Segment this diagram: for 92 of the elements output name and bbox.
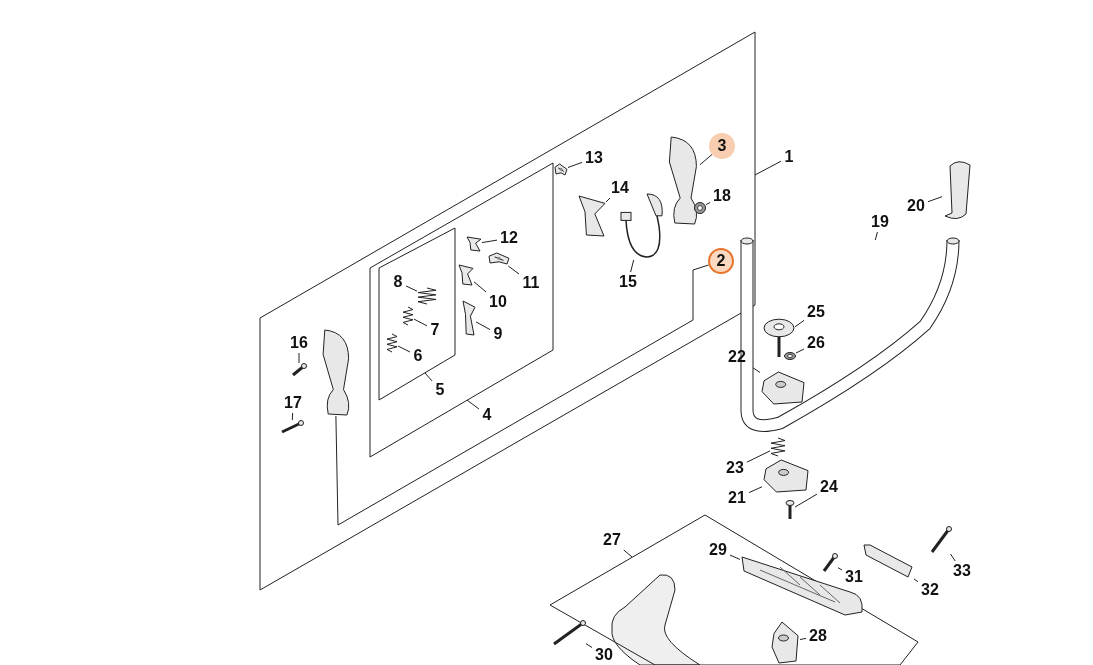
callout-number: 9 <box>490 324 506 344</box>
leader-line <box>794 493 818 508</box>
leader-line <box>507 265 520 275</box>
screw-drawing <box>552 620 586 646</box>
leader-line <box>794 319 805 328</box>
callout-number: 16 <box>287 333 311 353</box>
leader-line <box>473 281 487 293</box>
callout-number: 7 <box>427 320 443 340</box>
leader-line <box>699 153 713 166</box>
screw-drawing <box>785 500 795 520</box>
callout-number: 25 <box>804 302 828 322</box>
lever-drawing <box>462 300 476 336</box>
screw-drawing <box>930 526 952 554</box>
callout-number: 30 <box>592 645 616 665</box>
callout-number: 18 <box>710 186 734 206</box>
callout-number: 6 <box>410 346 426 366</box>
callout-number: 1 <box>781 147 797 167</box>
handle-bar-drawing <box>740 555 865 617</box>
callout-number: 26 <box>804 333 828 353</box>
callout-number: 28 <box>806 626 830 646</box>
callout-number: 17 <box>281 393 305 413</box>
leader-line <box>605 197 611 203</box>
callout-number: 4 <box>479 405 495 425</box>
callout-number: 2 <box>708 248 734 274</box>
callout-number: 32 <box>918 580 942 600</box>
leader-line <box>729 554 741 560</box>
leader-line <box>585 643 593 648</box>
leader-line <box>298 352 300 364</box>
leader-line <box>874 231 878 241</box>
spring-drawing <box>386 333 398 353</box>
callout-number: 23 <box>723 458 747 478</box>
leader-line <box>705 202 711 206</box>
callout-number: 3 <box>709 133 735 159</box>
lever-drawing <box>466 236 482 252</box>
leader-line <box>927 196 943 203</box>
callout-number: 19 <box>868 212 892 232</box>
clip-drawing <box>488 252 510 266</box>
callout-number: 12 <box>497 228 521 248</box>
callout-number: 29 <box>706 540 730 560</box>
callout-number: 15 <box>616 272 640 292</box>
clip-drawing <box>554 163 568 177</box>
leader-line <box>950 553 956 562</box>
leader-line <box>466 399 480 410</box>
screw-drawing <box>822 553 838 573</box>
leader-line <box>405 285 418 292</box>
leader-line <box>335 264 710 526</box>
leader-line <box>746 450 771 463</box>
grip-strip-drawing <box>862 543 914 579</box>
leader-line <box>291 412 294 421</box>
callout-number: 27 <box>600 530 624 550</box>
spring-drawing <box>770 437 786 457</box>
callout-number: 13 <box>582 148 606 168</box>
lever-drawing <box>458 264 474 286</box>
leader-line <box>623 549 633 558</box>
callout-number: 14 <box>608 178 632 198</box>
clamp-drawing <box>770 620 800 665</box>
callout-number: 22 <box>725 347 749 367</box>
callout-number: 8 <box>390 272 406 292</box>
leader-line <box>630 259 635 273</box>
callout-number: 31 <box>842 567 866 587</box>
leader-line <box>567 161 583 168</box>
callout-number: 5 <box>432 380 448 400</box>
callout-number: 10 <box>486 292 510 312</box>
callout-number: 33 <box>950 561 974 581</box>
clamp-drawing <box>762 458 810 494</box>
leader-line <box>475 321 491 331</box>
assembly-panel <box>550 515 918 665</box>
callout-number: 11 <box>519 273 543 293</box>
washer-drawing <box>694 202 706 214</box>
spring-drawing <box>402 306 414 326</box>
leader-line <box>424 372 433 382</box>
leader-line <box>799 637 807 640</box>
assembly-panel <box>379 228 455 400</box>
grip-drawing <box>942 160 974 222</box>
leader-line <box>413 318 428 327</box>
leader-line <box>754 160 782 176</box>
lever-drawing <box>578 195 606 237</box>
leader-line <box>837 567 843 571</box>
assembly-panel <box>260 32 755 590</box>
leader-line <box>397 345 411 353</box>
callout-number: 24 <box>817 477 841 497</box>
wire-harness-drawing <box>620 192 665 260</box>
leader-line <box>481 239 498 244</box>
leader-line <box>795 348 805 354</box>
screw-drawing <box>280 420 304 434</box>
callout-number: 21 <box>725 488 749 508</box>
spring-drawing <box>417 287 437 305</box>
callout-number: 20 <box>904 196 928 216</box>
leader-line <box>913 578 919 583</box>
assembly-panel <box>370 163 553 457</box>
leader-line <box>748 486 763 494</box>
screw-drawing <box>291 363 307 377</box>
